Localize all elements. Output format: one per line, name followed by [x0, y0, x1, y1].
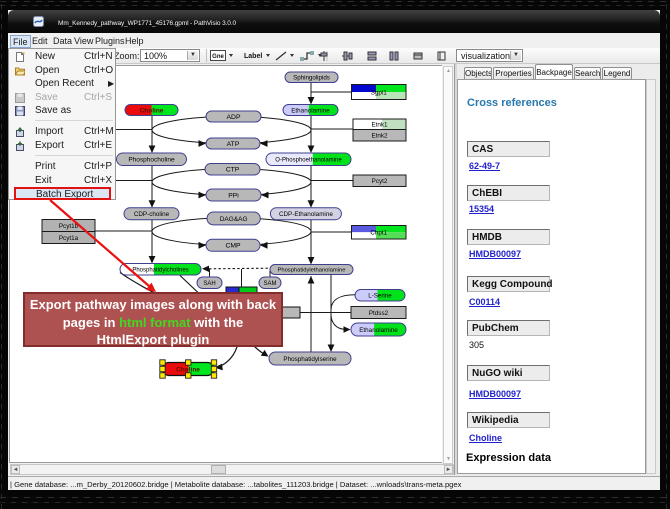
svg-text:SAH: SAH — [203, 281, 215, 287]
svg-text:SAM: SAM — [263, 281, 276, 287]
svg-text:ATP: ATP — [227, 141, 240, 148]
svg-text:L-Serine: L-Serine — [368, 292, 392, 299]
svg-text:Gne: Gne — [212, 54, 224, 60]
svg-text:Ptdss2: Ptdss2 — [369, 310, 389, 317]
svg-text:Sphingolipids: Sphingolipids — [293, 74, 330, 81]
svg-text:CDP-choline: CDP-choline — [134, 211, 170, 218]
svg-text:O-Phosphoethanolamine: O-Phosphoethanolamine — [275, 157, 342, 163]
svg-text:Phosphatidylethanolamine: Phosphatidylethanolamine — [277, 268, 345, 274]
svg-text:Phosphatidylcholines: Phosphatidylcholines — [132, 267, 188, 273]
svg-text:CDP-Ethanolamine: CDP-Ethanolamine — [279, 211, 333, 218]
svg-text:Ethanolamine: Ethanolamine — [291, 107, 330, 114]
svg-text:Chpt1: Chpt1 — [370, 230, 387, 237]
svg-text:Pcyt2: Pcyt2 — [372, 178, 388, 185]
svg-text:Ethanolamine: Ethanolamine — [359, 327, 398, 334]
svg-text:Sgpl1: Sgpl1 — [371, 89, 388, 96]
svg-text:Phosphocholine: Phosphocholine — [128, 157, 175, 164]
svg-text:Phosphatidylserine: Phosphatidylserine — [283, 356, 337, 363]
svg-text:Etnk2: Etnk2 — [371, 133, 388, 140]
svg-text:Choline: Choline — [176, 367, 200, 374]
svg-text:CTP: CTP — [226, 167, 240, 174]
svg-text:DAG&AG: DAG&AG — [220, 216, 248, 223]
svg-text:Pcyt1b: Pcyt1b — [59, 223, 79, 230]
svg-text:Choline: Choline — [140, 107, 164, 114]
svg-text:PPi: PPi — [228, 192, 239, 199]
svg-text:ADP: ADP — [227, 114, 241, 121]
svg-text:Pcyt1a: Pcyt1a — [59, 235, 79, 242]
svg-text:Label: Label — [244, 53, 262, 60]
svg-text:CMP: CMP — [225, 243, 241, 250]
svg-text:Etnk1: Etnk1 — [371, 122, 388, 129]
